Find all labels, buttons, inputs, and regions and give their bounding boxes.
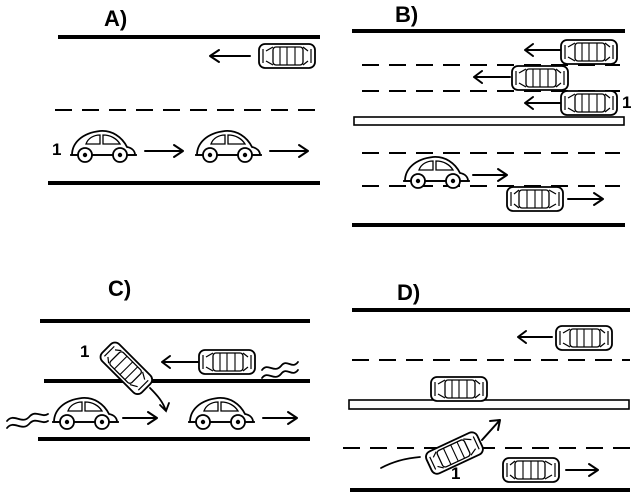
beetle-car-icon <box>402 156 471 189</box>
direction-arrow-icon <box>567 192 604 206</box>
sedan-icon <box>430 376 488 402</box>
panel-b: B) 1 <box>352 2 631 227</box>
median-strip <box>348 399 630 410</box>
car-number: 1 <box>451 464 460 483</box>
skid-wiggle-icon <box>261 361 299 379</box>
direction-arrow-icon <box>524 96 561 110</box>
direction-arrow-icon <box>565 463 599 477</box>
direction-arrow-icon <box>144 144 184 158</box>
direction-arrow-icon <box>524 43 561 57</box>
skidding-sedan-icon <box>97 339 156 398</box>
median-strip <box>353 116 625 126</box>
skid-wiggle-icon <box>6 412 49 429</box>
path-curve-icon <box>380 456 421 469</box>
direction-arrow-icon <box>517 330 553 344</box>
direction-arrow-icon <box>473 70 511 84</box>
sedan-icon <box>511 65 569 91</box>
sedan-icon <box>560 90 618 116</box>
direction-arrow-icon <box>262 411 298 425</box>
beetle-car-icon <box>51 397 120 430</box>
panel-c-label: C) <box>108 276 131 301</box>
beetle-car-icon <box>187 397 256 430</box>
panel-a: A) 1 <box>48 6 320 185</box>
panel-b-label: B) <box>395 2 418 27</box>
direction-arrow-icon <box>269 144 309 158</box>
sedan-icon <box>560 39 618 65</box>
sedan-icon <box>502 457 560 483</box>
direction-arrow-icon <box>209 49 251 63</box>
beetle-car-icon <box>69 130 138 163</box>
direction-arrow-icon <box>122 411 158 425</box>
sedan-icon <box>258 43 316 69</box>
direction-arrow-icon <box>481 419 501 441</box>
car-number: 1 <box>80 342 89 361</box>
direction-arrow-icon <box>161 355 199 369</box>
sedan-icon <box>555 325 613 351</box>
car-number: 1 <box>52 140 61 159</box>
sedan-icon <box>506 186 564 212</box>
curved-arrow-icon <box>149 387 170 413</box>
car-number: 1 <box>622 93 631 112</box>
panel-c: C) 1 <box>6 276 310 441</box>
panel-a-label: A) <box>104 6 127 31</box>
panel-d-label: D) <box>397 280 420 305</box>
panel-d: D) 1 <box>343 280 630 492</box>
direction-arrow-icon <box>472 168 508 182</box>
beetle-car-icon <box>194 130 263 163</box>
sedan-icon <box>198 349 256 375</box>
